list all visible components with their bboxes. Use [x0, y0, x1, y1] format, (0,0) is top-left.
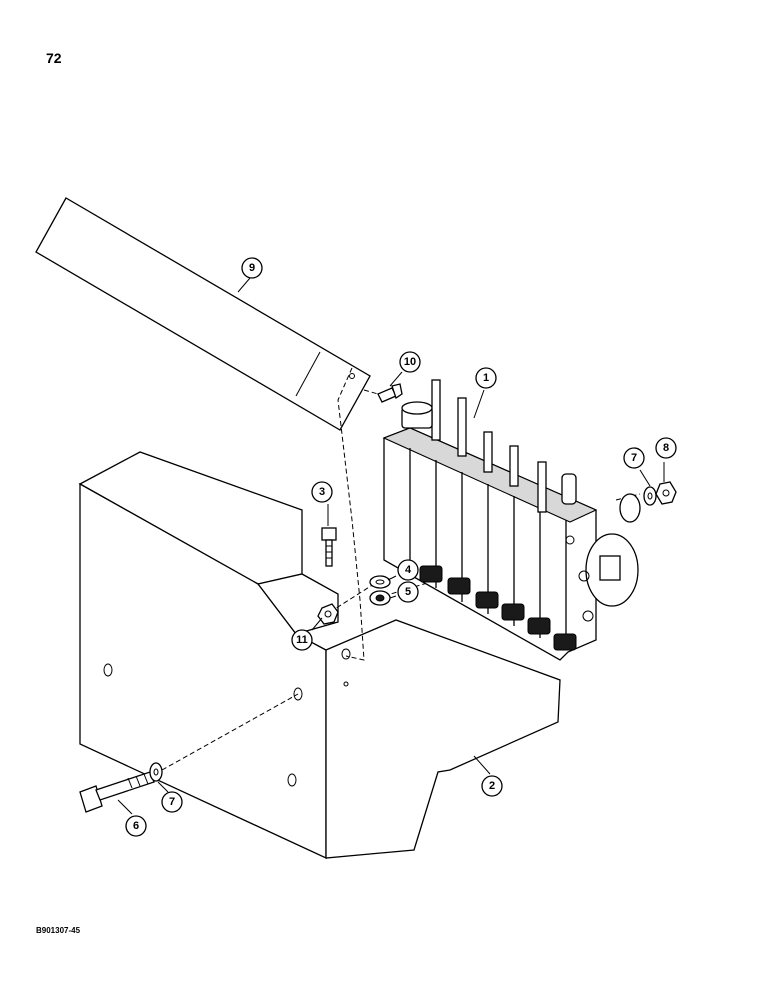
cover-plate	[35, 197, 371, 431]
washer-7-lower	[149, 762, 163, 782]
callout-label: 4	[405, 564, 412, 576]
reference-code: B901307-45	[36, 926, 81, 935]
nut-8	[655, 481, 677, 505]
leader-lines	[117, 277, 665, 815]
callout-label: 7	[169, 796, 175, 808]
callout-7-upper: 7	[623, 447, 645, 469]
callout-2: 2	[481, 775, 503, 797]
assembly-line-bolt-10	[363, 389, 379, 395]
callout-label: 6	[133, 820, 139, 832]
callout-label: 3	[319, 486, 325, 498]
bolt-6	[79, 771, 155, 813]
callout-5: 5	[397, 581, 419, 603]
washer-4	[369, 575, 391, 589]
support-bracket	[78, 451, 561, 860]
callout-4: 4	[397, 559, 419, 581]
assembly-line-11	[329, 583, 375, 613]
callout-7-lower: 7	[161, 791, 183, 813]
bolt-3	[321, 527, 337, 567]
washer-7-upper	[643, 486, 657, 506]
callout-label: 11	[296, 634, 308, 646]
callout-3: 3	[311, 481, 333, 503]
callout-label: 2	[489, 780, 495, 792]
callout-6: 6	[125, 815, 147, 837]
callout-label: 8	[663, 442, 669, 454]
page-number: 72	[46, 50, 62, 66]
callout-1: 1	[475, 367, 497, 389]
nut-5	[369, 590, 391, 606]
callout-label: 9	[249, 262, 255, 274]
assembly-line-bolt-6	[161, 693, 299, 771]
callout-11: 11	[291, 629, 313, 651]
callout-label: 10	[404, 356, 416, 368]
callout-label: 7	[631, 452, 637, 464]
assembly-line-cover	[337, 367, 365, 661]
callout-10: 10	[399, 351, 421, 373]
nut-11	[317, 603, 339, 625]
control-valve-assembly	[382, 379, 641, 661]
callout-label: 1	[483, 372, 489, 384]
callout-8: 8	[655, 437, 677, 459]
screw-10	[377, 383, 403, 403]
callout-label: 5	[405, 586, 411, 598]
callout-9: 9	[241, 257, 263, 279]
